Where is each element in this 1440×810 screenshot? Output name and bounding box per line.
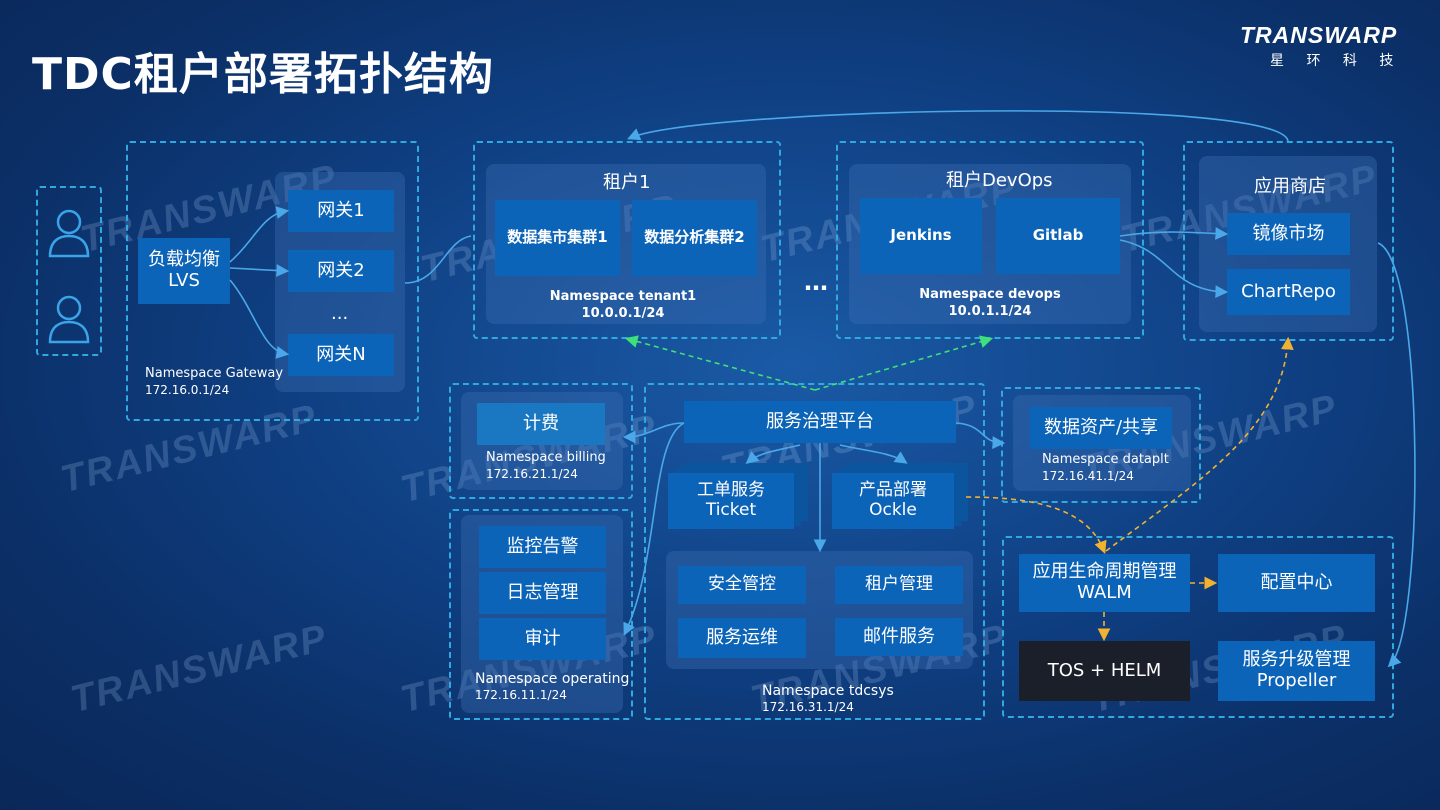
namespace-cidr: 172.16.31.1/24	[762, 700, 854, 715]
user-icon	[48, 295, 90, 344]
load-balancer-label: 负载均衡	[148, 249, 220, 271]
data-mart-cluster[interactable]: 数据集市集群1	[495, 200, 620, 276]
arrow-gw-to-tenant	[404, 235, 472, 284]
namespace-dataplt-label: Namespace dataplt 172.16.41.1/24	[1042, 452, 1169, 484]
arrow-lb-to-gw1	[229, 206, 290, 263]
ticket-service[interactable]: 工单服务 Ticket	[668, 473, 794, 529]
page-title: TDC租户部署拓扑结构	[32, 49, 494, 100]
tenants-ellipsis: …	[804, 268, 828, 296]
monitoring-alerts[interactable]: 监控告警	[479, 526, 606, 568]
namespace-name: Namespace dataplt	[1042, 452, 1169, 467]
load-balancer[interactable]: 负载均衡 LVS	[138, 238, 230, 304]
data-asset-sharing[interactable]: 数据资产/共享	[1030, 407, 1172, 449]
namespace-name: Namespace devops	[919, 287, 1061, 302]
walm-label: 应用生命周期管理	[1032, 561, 1177, 583]
namespace-billing-label: Namespace billing 172.16.21.1/24	[486, 450, 606, 482]
arrow-store-to-tenant	[627, 110, 1289, 142]
namespace-name: Namespace Gateway	[145, 366, 284, 381]
namespace-name: Namespace tdcsys	[762, 683, 894, 699]
namespace-name: Namespace billing	[486, 450, 606, 465]
propeller-label: 服务升级管理	[1242, 649, 1351, 671]
namespace-tdcsys-label: Namespace tdcsys 172.16.31.1/24	[762, 682, 894, 716]
product-deploy-ockle[interactable]: 产品部署 Ockle	[832, 473, 954, 529]
mail-service[interactable]: 邮件服务	[835, 618, 963, 656]
walm-block[interactable]: 应用生命周期管理 WALM	[1019, 554, 1190, 612]
load-balancer-sublabel: LVS	[168, 270, 200, 291]
namespace-cidr: 10.0.0.1/24	[581, 305, 665, 321]
namespace-name: Namespace operating	[475, 671, 630, 687]
namespace-cidr: 10.0.1.1/24	[948, 303, 1032, 319]
arrow-platform-to-ockle	[839, 444, 908, 464]
arrow-gitlab-to-chartrepo	[1119, 239, 1229, 299]
jenkins-block[interactable]: Jenkins	[860, 198, 982, 274]
lifecycle-group	[1002, 536, 1394, 718]
chart-repo[interactable]: ChartRepo	[1227, 269, 1350, 315]
log-management[interactable]: 日志管理	[479, 572, 606, 614]
security-control[interactable]: 安全管控	[678, 566, 806, 604]
service-ops[interactable]: 服务运维	[678, 618, 806, 658]
audit-block[interactable]: 审计	[479, 618, 606, 660]
arrow-platform-to-ticket	[745, 444, 801, 465]
arrow-platform-to-dataplt	[955, 422, 1006, 449]
arrow-lb-to-gw2	[229, 264, 290, 277]
tenant-management[interactable]: 租户管理	[835, 566, 963, 604]
arrow-platform-to-operating	[623, 422, 685, 636]
app-store-title: 应用商店	[1254, 176, 1326, 197]
logo-subtitle: 星 环 科 技	[1270, 53, 1403, 69]
tos-helm[interactable]: TOS + HELM	[1019, 641, 1190, 701]
propeller-block[interactable]: 服务升级管理 Propeller	[1218, 641, 1375, 701]
arrow-gitlab-to-mirror	[1119, 227, 1229, 240]
gateway-n[interactable]: 网关N	[288, 334, 394, 376]
namespace-operating-label: Namespace operating 172.16.11.1/24	[475, 670, 629, 704]
gitlab-block[interactable]: Gitlab	[996, 198, 1120, 274]
namespace-gateway-label: Namespace Gateway 172.16.0.1/24	[145, 366, 283, 398]
green-arrow-devops	[814, 335, 994, 391]
namespace-cidr: 172.16.21.1/24	[486, 466, 578, 481]
devops-title: 租户DevOps	[946, 170, 1053, 191]
gateway-1[interactable]: 网关1	[288, 190, 394, 232]
namespace-tenant1-label: Namespace tenant1 10.0.0.1/24	[535, 289, 711, 323]
yellow-arrow-ockle-to-walm	[965, 496, 1107, 554]
yellow-arrow-walm-to-store	[1105, 336, 1294, 552]
green-arrow-tenant1	[624, 335, 816, 391]
namespace-cidr: 172.16.0.1/24	[145, 382, 230, 397]
namespace-cidr: 172.16.11.1/24	[475, 688, 567, 703]
service-governance-platform[interactable]: 服务治理平台	[684, 401, 956, 443]
users-group	[36, 186, 102, 356]
namespace-devops-label: Namespace devops 10.0.1.1/24	[900, 287, 1080, 321]
arrow-store-to-propeller	[1377, 242, 1416, 668]
tenant1-title: 租户1	[603, 172, 651, 193]
ticket-service-sublabel: Ticket	[705, 500, 757, 520]
gateway-ellipsis: ...	[331, 303, 349, 324]
billing-block[interactable]: 计费	[477, 403, 605, 445]
gateway-2[interactable]: 网关2	[288, 250, 394, 292]
namespace-tdcsys	[644, 383, 985, 720]
product-deploy-sublabel: Ockle	[869, 500, 917, 520]
propeller-sublabel: Propeller	[1256, 670, 1337, 691]
data-analysis-cluster[interactable]: 数据分析集群2	[632, 200, 757, 276]
product-deploy-label: 产品部署	[859, 480, 927, 501]
logo-wordmark: TRANSWARP	[1240, 22, 1398, 48]
image-market[interactable]: 镜像市场	[1227, 213, 1350, 255]
arrow-platform-to-billing	[622, 422, 685, 444]
walm-sublabel: WALM	[1077, 582, 1132, 603]
user-icon	[48, 209, 90, 258]
namespace-name: Namespace tenant1	[549, 289, 697, 304]
ticket-service-label: 工单服务	[697, 480, 765, 501]
namespace-cidr: 172.16.41.1/24	[1042, 468, 1134, 483]
config-center[interactable]: 配置中心	[1218, 554, 1375, 612]
arrow-lb-to-gwn	[229, 279, 290, 359]
